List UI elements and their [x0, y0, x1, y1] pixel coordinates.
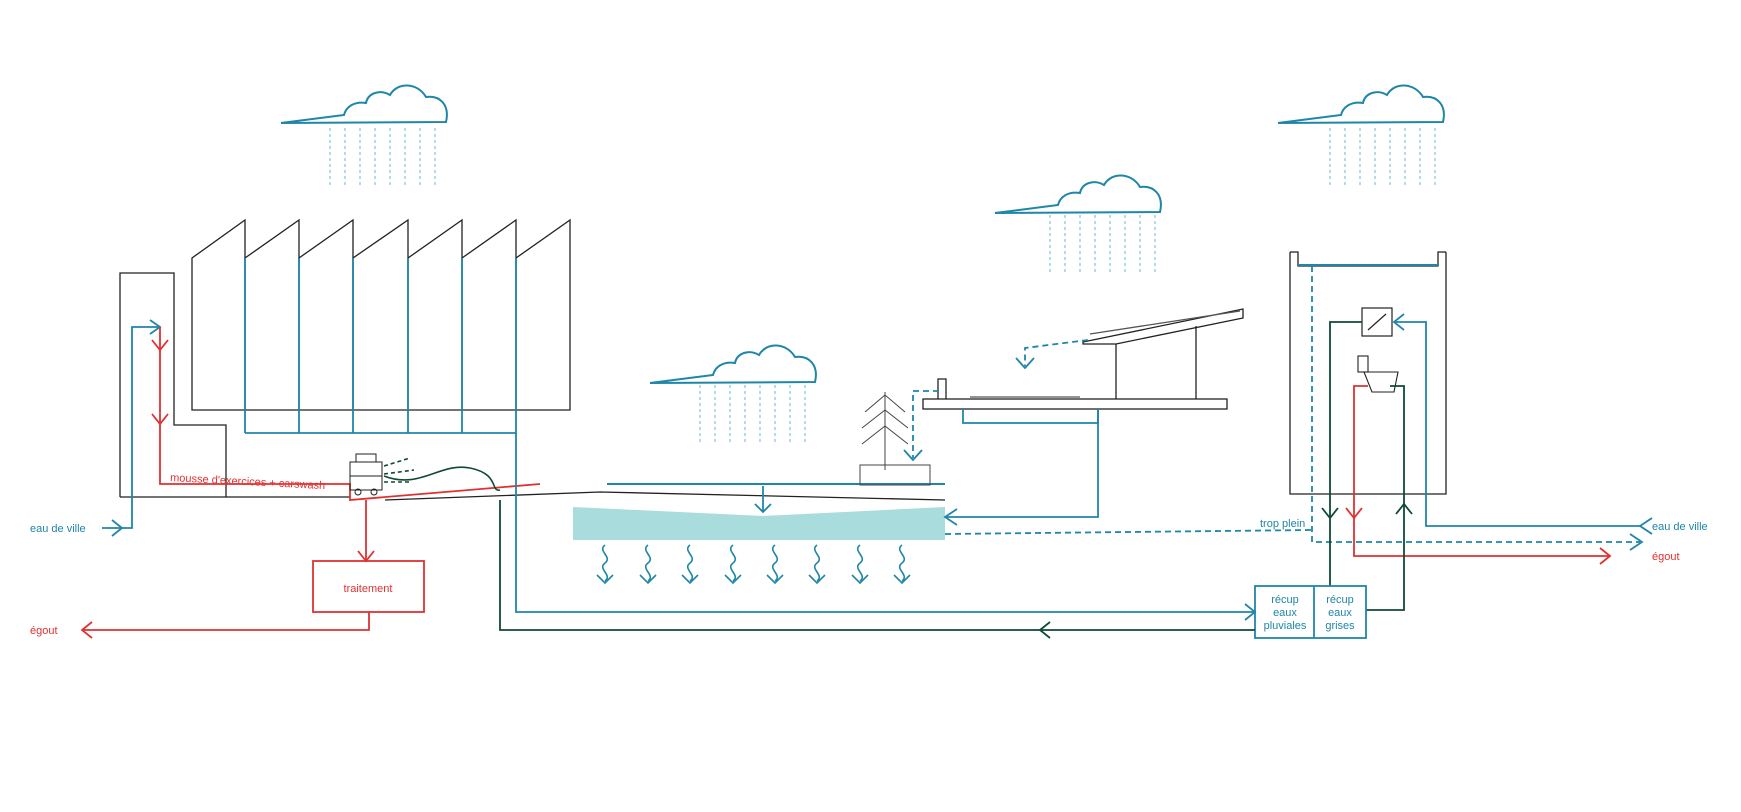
- pond-drain: [754, 486, 772, 514]
- cloud-rain-icon: [994, 174, 1162, 276]
- overflow-label: trop plein: [1260, 518, 1305, 530]
- infiltration-arrows: [596, 544, 911, 584]
- infiltration-basin: [573, 507, 945, 540]
- sewer-label-left: égout: [30, 625, 58, 637]
- green-roof-building: [922, 308, 1244, 410]
- fire-truck-icon: [349, 453, 383, 496]
- sewer-outlet-right: [1345, 385, 1612, 565]
- planter: [859, 464, 931, 486]
- treatment-label: traitement: [344, 583, 393, 595]
- rainwater-collection-pipe: [515, 433, 1257, 621]
- rain-tank-label-1: récup: [1271, 594, 1299, 606]
- roof-gutter-pipes: [244, 258, 517, 434]
- sawtooth-building: [119, 218, 571, 498]
- toilet-icon: [1357, 355, 1399, 393]
- spray-jet: [383, 457, 501, 491]
- cloud-rain-icon: [1277, 84, 1445, 189]
- rainwater-dashed-pipe: [1311, 266, 1644, 551]
- rain-tank-label-2: eaux: [1273, 607, 1297, 619]
- city-water-inlet-right: [1392, 313, 1653, 535]
- tree-icon: [861, 392, 909, 470]
- city-water-label-left: eau de ville: [30, 523, 86, 535]
- sewer-label-right: égout: [1652, 551, 1680, 563]
- grey-tank-label-1: récup: [1326, 594, 1354, 606]
- cloud-rain-icon: [649, 344, 817, 446]
- rain-tank-label-3: pluviales: [1264, 620, 1307, 632]
- overflow-pipe: [944, 529, 1313, 535]
- city-water-inlet-left: [102, 319, 162, 537]
- grey-water-return-pipe: [499, 500, 1255, 639]
- sink-icon: [1361, 307, 1393, 337]
- green-roof-runoff: [903, 339, 1099, 526]
- cloud-rain-icon: [280, 84, 448, 189]
- city-water-label-right: eau de ville: [1652, 521, 1708, 533]
- ground-line: [384, 491, 946, 501]
- foam-carwash-label: mousse d'exercices + carswash: [170, 472, 326, 492]
- right-building: [1289, 251, 1447, 495]
- foam-carwash-pipe: [151, 327, 541, 563]
- grey-water-pipes: [1321, 321, 1413, 611]
- sewer-outlet-left: [80, 612, 370, 639]
- grey-tank-label-2: eaux: [1328, 607, 1352, 619]
- grey-tank-label-3: grises: [1325, 620, 1355, 632]
